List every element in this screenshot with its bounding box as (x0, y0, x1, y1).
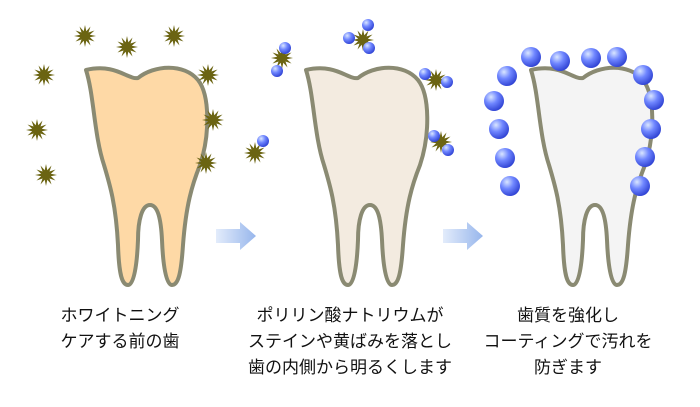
coating-sphere (641, 119, 661, 139)
coating-sphere (521, 47, 541, 67)
coating-sphere (630, 176, 650, 196)
stain-spot (163, 25, 185, 47)
stain-spot (244, 142, 266, 164)
stain-spot (271, 47, 293, 69)
caption-coating: 歯質を強化し コーティングで汚れを 防ぎます (468, 303, 668, 381)
tooth-before (84, 65, 210, 287)
stain-spot (33, 64, 55, 86)
coating-sphere (581, 48, 601, 68)
caption-line: 防ぎます (534, 358, 602, 378)
caption-line: コーティングで汚れを (483, 332, 653, 352)
coating-sphere (607, 47, 627, 67)
coating-sphere (484, 91, 504, 111)
tooth-stain-removal (304, 65, 430, 287)
coating-sphere (362, 19, 374, 31)
tooth-coated (529, 65, 655, 287)
caption-line: ステインや黄ばみを落とし (248, 332, 452, 352)
coating-sphere (635, 147, 655, 167)
caption-line: ケアする前の歯 (60, 332, 180, 352)
coating-sphere (279, 42, 291, 54)
coating-sphere (644, 90, 664, 110)
stain-spot (26, 119, 48, 141)
coating-sphere (495, 148, 515, 168)
coating-sphere (343, 32, 355, 44)
caption-line: ホワイトニング (60, 306, 180, 326)
coating-sphere (419, 68, 431, 80)
stain-spot (197, 64, 219, 86)
coating-sphere (442, 144, 454, 156)
coating-sphere (428, 130, 440, 142)
stain-spot (202, 109, 224, 131)
stain-spot (35, 164, 57, 186)
stain-spot (430, 131, 452, 153)
caption-line: ポリリン酸ナトリウムが (256, 306, 444, 326)
coating-sphere (633, 65, 653, 85)
coating-sphere (497, 66, 517, 86)
coating-sphere (500, 176, 520, 196)
caption-before-whitening: ホワイトニング ケアする前の歯 (20, 303, 220, 355)
stain-spot (116, 36, 138, 58)
coating-sphere (550, 51, 570, 71)
caption-line: 歯質を強化し (517, 306, 619, 326)
coating-sphere (271, 65, 283, 77)
stain-spot (425, 69, 447, 91)
right-arrow-icon (443, 222, 483, 250)
caption-stain-removal: ポリリン酸ナトリウムが ステインや黄ばみを落とし 歯の内側から明るくします (240, 303, 460, 381)
coating-sphere (363, 42, 375, 54)
coating-sphere (489, 119, 509, 139)
stain-spot (195, 152, 217, 174)
right-arrow-icon (216, 222, 256, 250)
stain-spot (74, 25, 96, 47)
caption-line: 歯の内側から明るくします (248, 358, 452, 378)
coating-sphere (441, 76, 453, 88)
coating-sphere (257, 135, 269, 147)
stain-spot (352, 29, 374, 51)
